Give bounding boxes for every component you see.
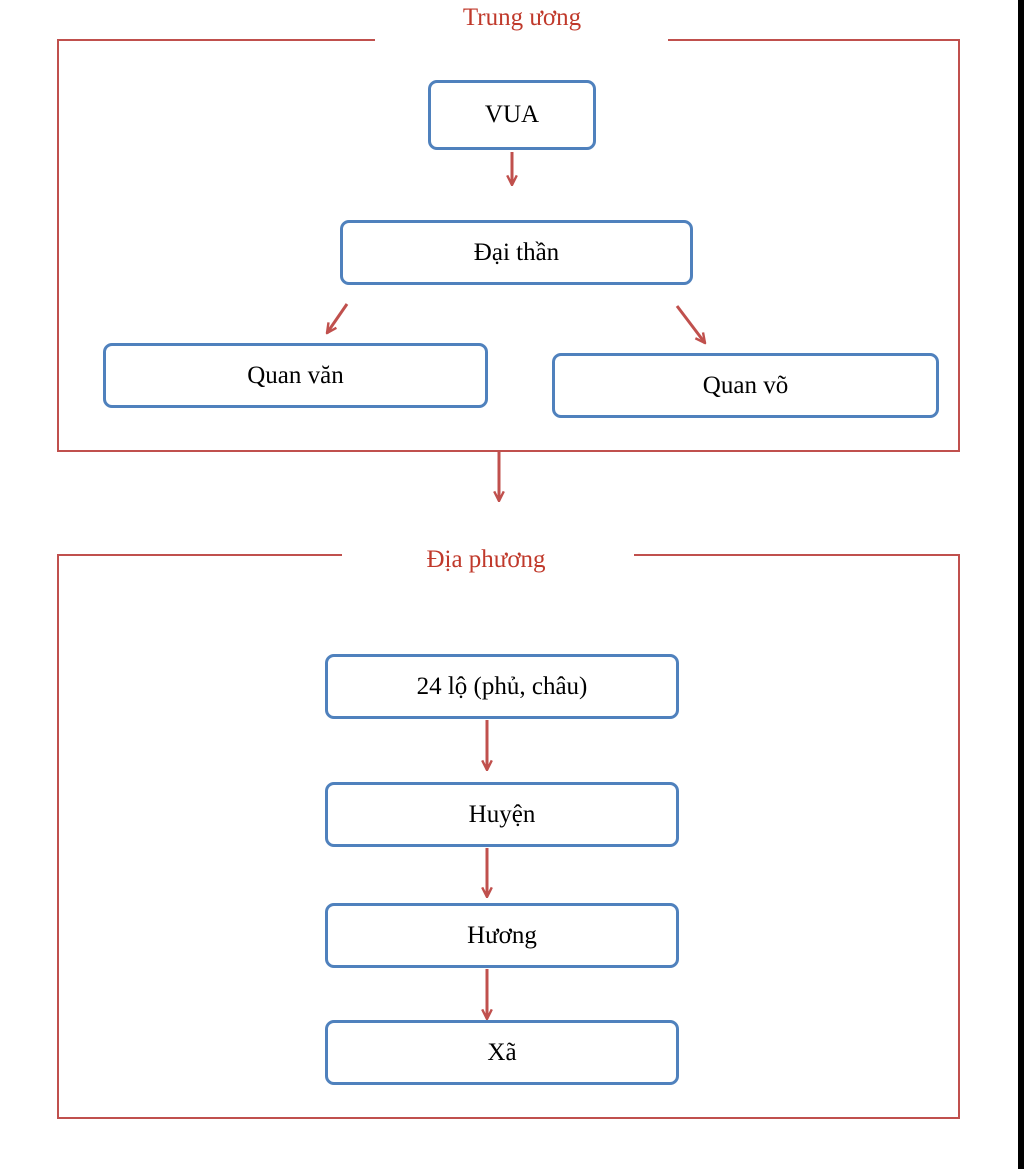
arrow-minister-to-civil xyxy=(327,303,349,333)
central-border-left xyxy=(57,39,59,452)
node-local-level: Xã xyxy=(325,1020,679,1085)
node-civil-officials: Quan văn xyxy=(103,343,488,408)
central-border-top-right xyxy=(668,39,960,41)
central-border-bottom xyxy=(57,450,960,452)
node-local-level: Huyện xyxy=(325,782,679,847)
local-border-bottom xyxy=(57,1117,960,1119)
central-border-right xyxy=(958,39,960,452)
local-border-right xyxy=(958,554,960,1119)
central-border-top-left xyxy=(57,39,375,41)
node-king: VUA xyxy=(428,80,596,150)
local-border-top-right xyxy=(634,554,960,556)
central-group-title: Trung ương xyxy=(462,4,582,31)
local-group-title: Địa phương xyxy=(426,546,546,573)
local-border-left xyxy=(57,554,59,1119)
node-local-level: Hương xyxy=(325,903,679,968)
local-border-top-left xyxy=(57,554,342,556)
arrow-minister-to-military xyxy=(675,305,705,343)
node-military-officials: Quan võ xyxy=(552,353,939,418)
node-minister: Đại thần xyxy=(340,220,693,285)
node-local-level: 24 lộ (phủ, châu) xyxy=(325,654,679,719)
